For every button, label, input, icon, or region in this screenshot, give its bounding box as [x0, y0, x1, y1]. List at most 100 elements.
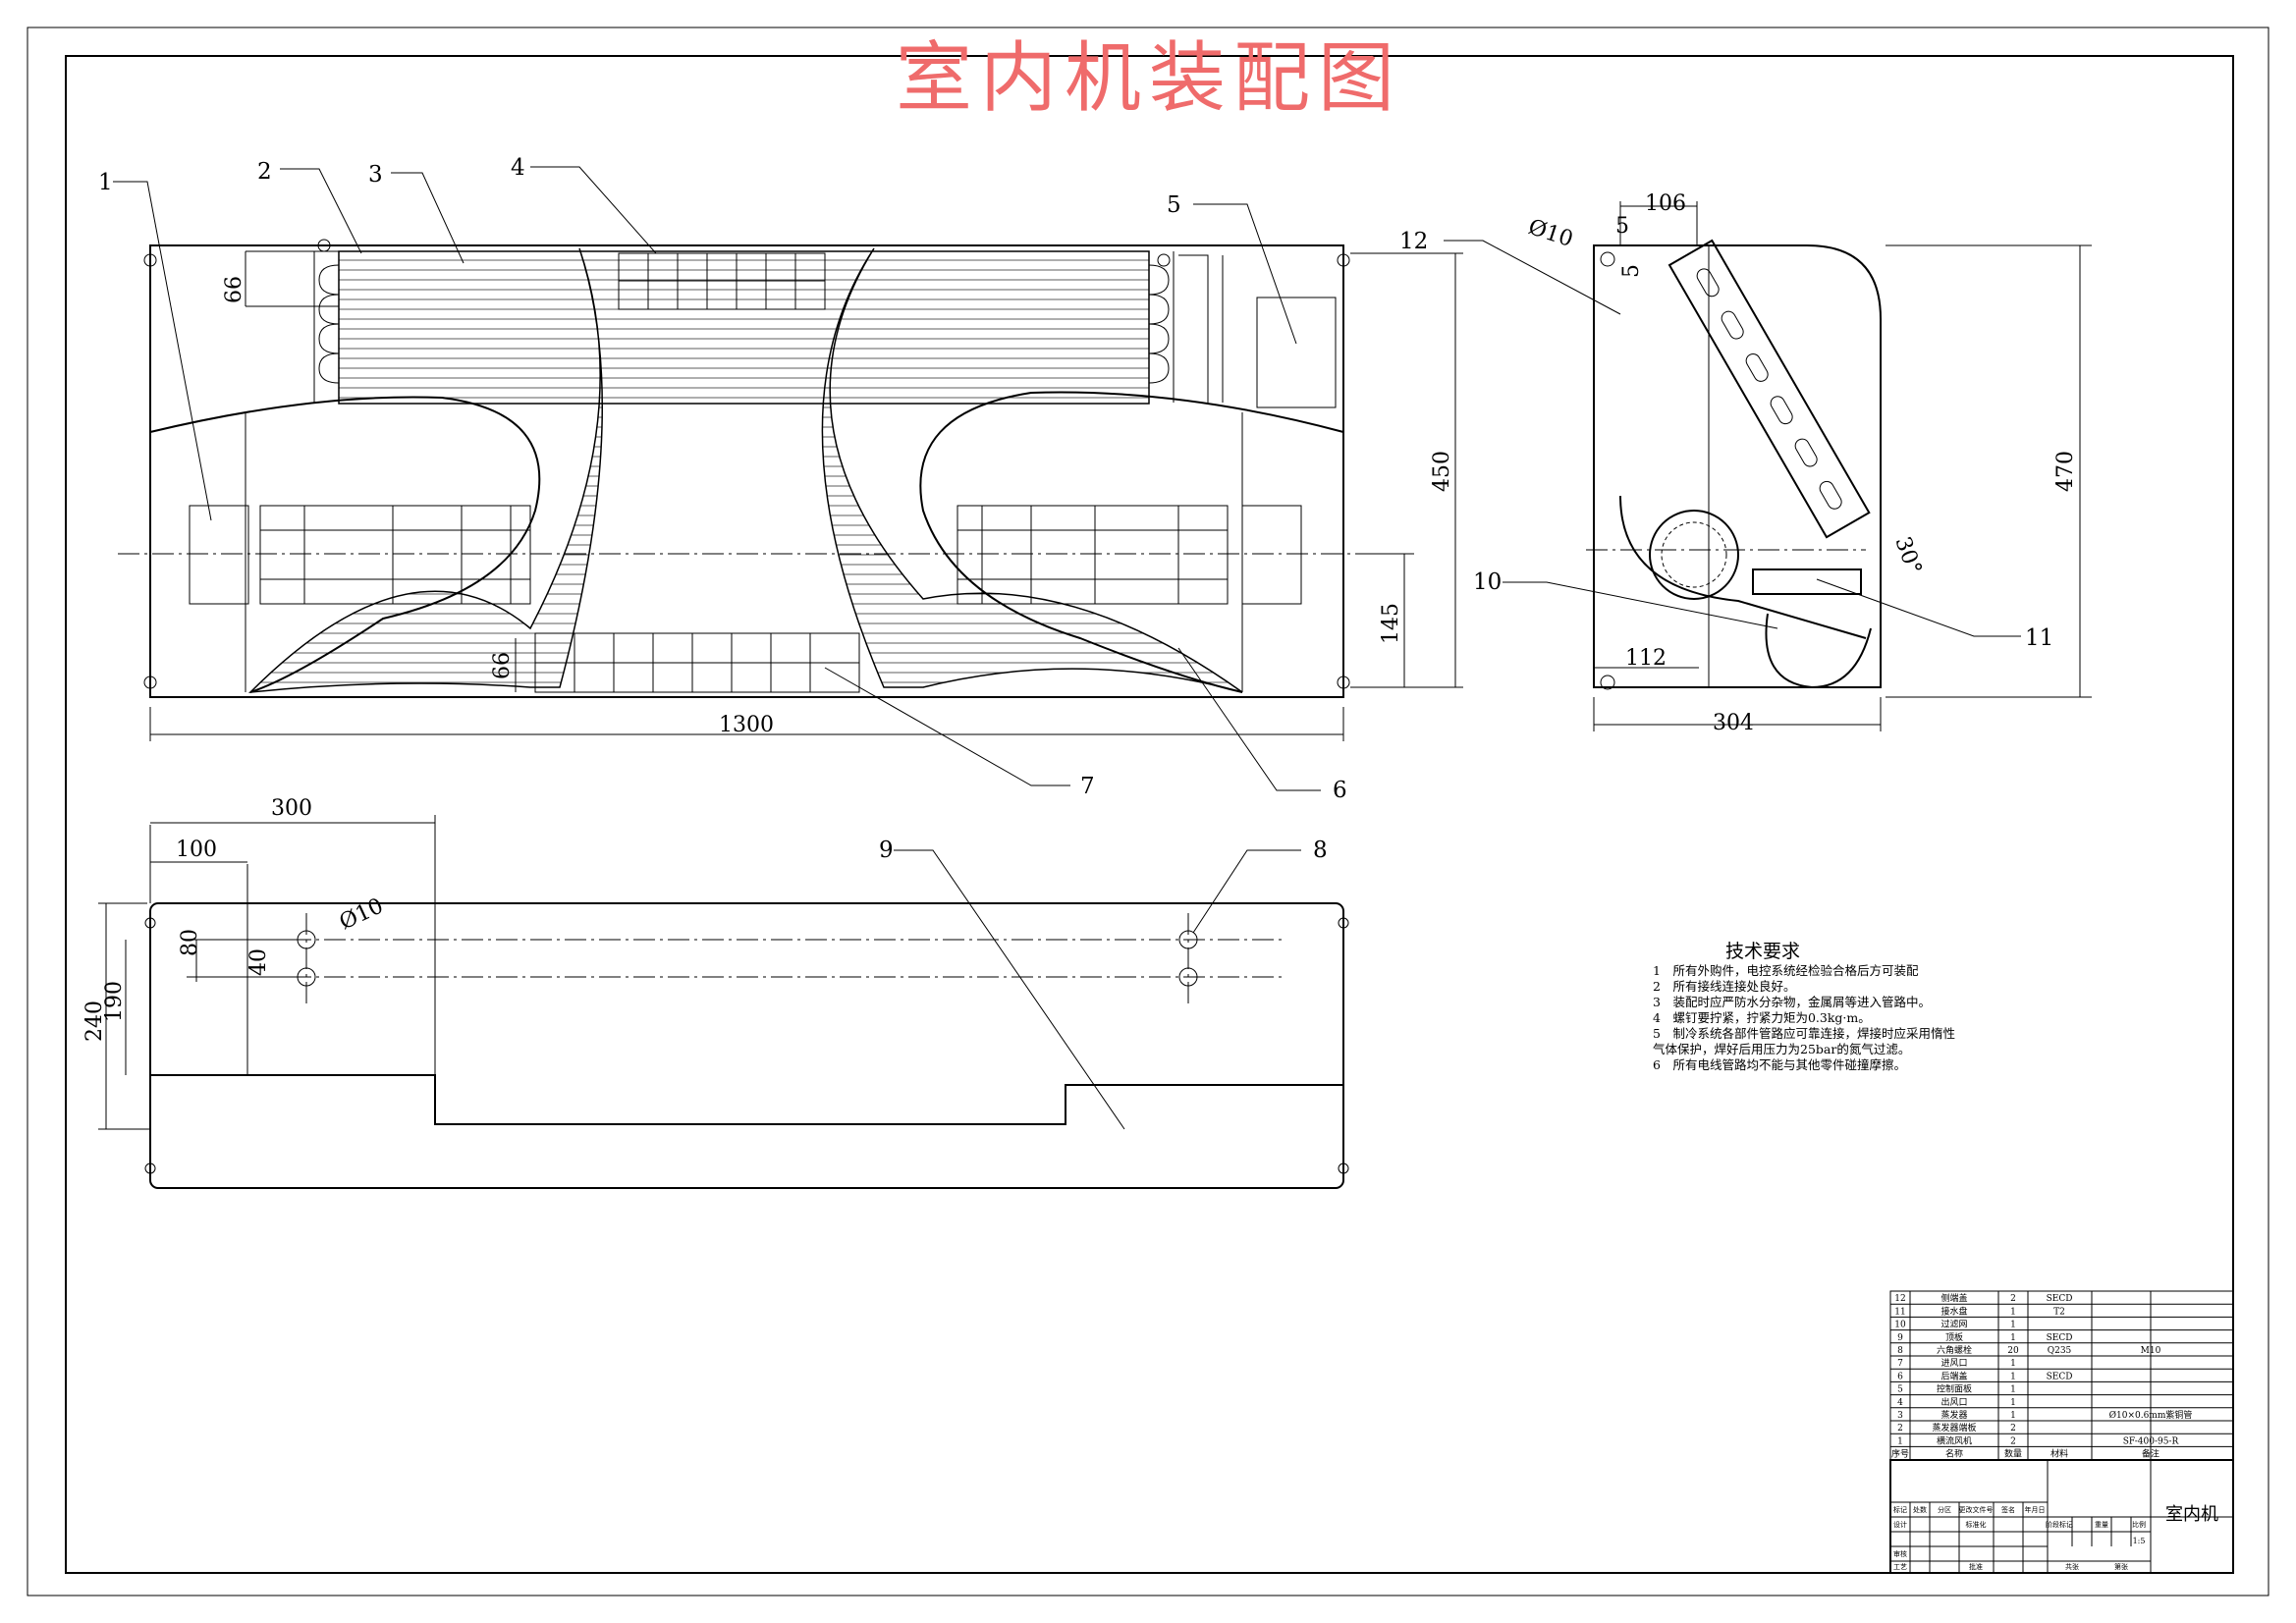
title-block-label: 标记	[1893, 1505, 1907, 1514]
callout-9: 9	[879, 838, 894, 863]
callout-3: 3	[368, 162, 383, 188]
bom-cell: M10	[2141, 1346, 2161, 1356]
side-dim-offset: 5	[1615, 214, 1629, 239]
side-dim-offset-v: 5	[1619, 264, 1644, 278]
bom-cell: 2	[1897, 1424, 1903, 1434]
bottom-dim-300: 300	[271, 796, 312, 821]
side-dim-top: 106	[1645, 191, 1686, 216]
mount-hole	[297, 967, 316, 987]
callout-10: 10	[1473, 569, 1502, 595]
bom-cell: 7	[1897, 1359, 1903, 1369]
cross-flow-fan-left	[189, 505, 531, 605]
side-housing	[1593, 244, 1882, 688]
bom-cell: Q235	[2048, 1346, 2072, 1356]
bom-header-cell: 材料	[2050, 1448, 2068, 1460]
bom-cell: 4	[1897, 1398, 1903, 1408]
bottom-dim-hole: Ø10	[336, 893, 387, 935]
callout-6: 6	[1333, 778, 1347, 803]
bom-cell: SECD	[2047, 1333, 2073, 1343]
callout-5: 5	[1167, 192, 1181, 218]
bom-cell: 9	[1897, 1333, 1903, 1343]
bom-cell: 横流风机	[1937, 1434, 1972, 1446]
title-block-label: 比例	[2132, 1520, 2146, 1529]
callout-1: 1	[98, 170, 113, 195]
bottom-dim-40: 40	[246, 948, 271, 976]
side-view: 106 Ø10 5 5 470 30° 112 304 12 10 11	[1399, 191, 2092, 735]
front-view: 1300 450 145 66 66 1 2 3 4 5 6 7	[98, 155, 1463, 803]
bolt-icon	[143, 239, 1350, 689]
bom-cell: 8	[1897, 1346, 1903, 1356]
title-block-label: 第张	[2114, 1562, 2128, 1571]
dim-lower: 145	[1379, 603, 1403, 644]
mount-hole	[1178, 930, 1198, 949]
bom-cell: 控制面板	[1937, 1383, 1972, 1395]
callout-8: 8	[1313, 838, 1328, 863]
bom-cell: SF-400-95-R	[2123, 1436, 2179, 1446]
dim-fin-bottom: 66	[490, 652, 515, 679]
bom-header-cell: 备注	[2142, 1448, 2159, 1460]
title-block-label: 分区	[1938, 1505, 1951, 1514]
title-block-scale: 1:5	[2133, 1537, 2146, 1545]
title-block-label: 设计	[1893, 1520, 1907, 1529]
tech-heading: 技术要求	[1725, 941, 1800, 962]
bom-header-cell: 数量	[2004, 1448, 2022, 1460]
side-dim-height: 470	[2053, 451, 2078, 492]
side-evaporator	[1667, 239, 1871, 539]
bom-cell: 1	[2010, 1372, 2016, 1381]
bottom-dim-100: 100	[176, 838, 217, 862]
bom-cell: 1	[2010, 1385, 2016, 1395]
bom-cell: 接水盘	[1941, 1305, 1967, 1317]
dim-height: 450	[1430, 451, 1454, 492]
bom-header-cell: 名称	[1945, 1448, 1963, 1460]
bom-cell: 12	[1894, 1294, 1905, 1304]
callout-4: 4	[511, 155, 525, 181]
bom-cell: 2	[2010, 1424, 2016, 1434]
bottom-view: 300 100 80 40 240 190 Ø10 9 8	[82, 796, 1349, 1189]
bom-cell: SECD	[2047, 1294, 2073, 1304]
bom-cell: 2	[2010, 1436, 2016, 1446]
side-dim-angle: 30°	[1889, 534, 1926, 578]
tech-line: 1 所有外购件，电控系统经检验合格后方可装配	[1653, 963, 1919, 978]
outlet-grille	[618, 252, 826, 310]
bom-cell: T2	[2053, 1307, 2065, 1317]
bom-cell: 1	[2010, 1398, 2016, 1408]
bom-cell: 1	[2010, 1411, 2016, 1421]
title-block-label: 共张	[2065, 1562, 2079, 1571]
bottom-inner-outline	[150, 1074, 1343, 1125]
tech-line: 2 所有接线连接处良好。	[1653, 979, 1795, 994]
title-block-label: 阶段标记	[2046, 1520, 2073, 1529]
side-drain-pan	[1752, 568, 1862, 595]
bottom-dim-240: 240	[82, 1001, 107, 1042]
mount-hole	[1178, 967, 1198, 987]
bottom-plate	[149, 902, 1344, 1189]
side-dim-base: 112	[1625, 646, 1667, 671]
bom-cell: 六角螺栓	[1937, 1344, 1972, 1356]
outer-border	[27, 27, 2269, 1596]
title-block-label: 标准化	[1966, 1520, 1987, 1529]
bom-cell: 后端盖	[1941, 1370, 1967, 1381]
title-block-label: 更改文件号	[1959, 1505, 1994, 1514]
title-block-label: 批准	[1969, 1562, 1983, 1571]
bottom-dim-190: 190	[102, 981, 127, 1022]
title-block-label: 审核	[1893, 1549, 1907, 1558]
coil-bends	[313, 251, 1175, 403]
dim-fin-top: 66	[222, 276, 246, 303]
bom-cell: 1	[2010, 1321, 2016, 1330]
side-fan	[1649, 510, 1739, 600]
bom-cell: 1	[2010, 1307, 2016, 1317]
bom-cell: SECD	[2047, 1372, 2073, 1381]
callout-12: 12	[1399, 229, 1428, 254]
title-block-name: 室内机	[2165, 1504, 2218, 1525]
bom-cell: 过滤网	[1941, 1319, 1967, 1330]
bom-cell: 蒸发器	[1941, 1409, 1967, 1421]
evaporator-coil	[338, 250, 1150, 405]
title-block-label: 工艺	[1893, 1563, 1907, 1571]
tech-line: 4 螺钉要拧紧，拧紧力矩为0.3kg·m。	[1653, 1010, 1871, 1025]
bom-cell: 6	[1897, 1372, 1903, 1381]
bom-cell: 蒸发器端板	[1932, 1422, 1976, 1434]
title-block-label: 重量	[2095, 1521, 2108, 1529]
bom-cell: 侧端盖	[1941, 1292, 1967, 1304]
tech-line: 3 装配时应严防水分杂物，金属屑等进入管路中。	[1653, 995, 1931, 1009]
bom-cell: 10	[1894, 1321, 1906, 1330]
